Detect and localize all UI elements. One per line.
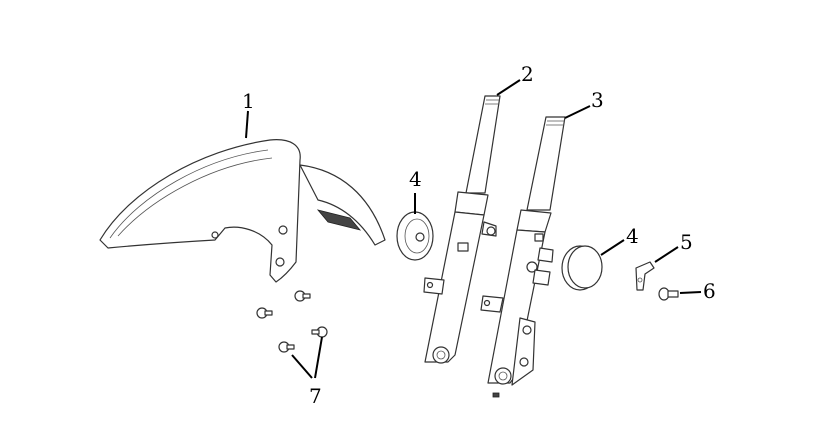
callout-4-right: 4 — [626, 224, 639, 248]
callout-7: 7 — [309, 384, 322, 408]
callout-3: 3 — [591, 88, 604, 112]
callout-1: 1 — [242, 89, 255, 113]
fork-leg-right — [480, 116, 566, 398]
callout-leaders — [245, 79, 702, 379]
fork-leg-left — [423, 95, 501, 364]
callout-5: 5 — [680, 230, 693, 254]
screw — [658, 287, 679, 301]
callout-2: 2 — [521, 62, 534, 86]
bracket — [635, 261, 655, 291]
bolts — [256, 290, 328, 353]
fork-cap-left — [396, 211, 434, 261]
callout-4-left: 4 — [409, 167, 422, 191]
front-fender — [99, 139, 386, 283]
callout-6: 6 — [703, 279, 716, 303]
fork-cap-right — [561, 245, 603, 291]
